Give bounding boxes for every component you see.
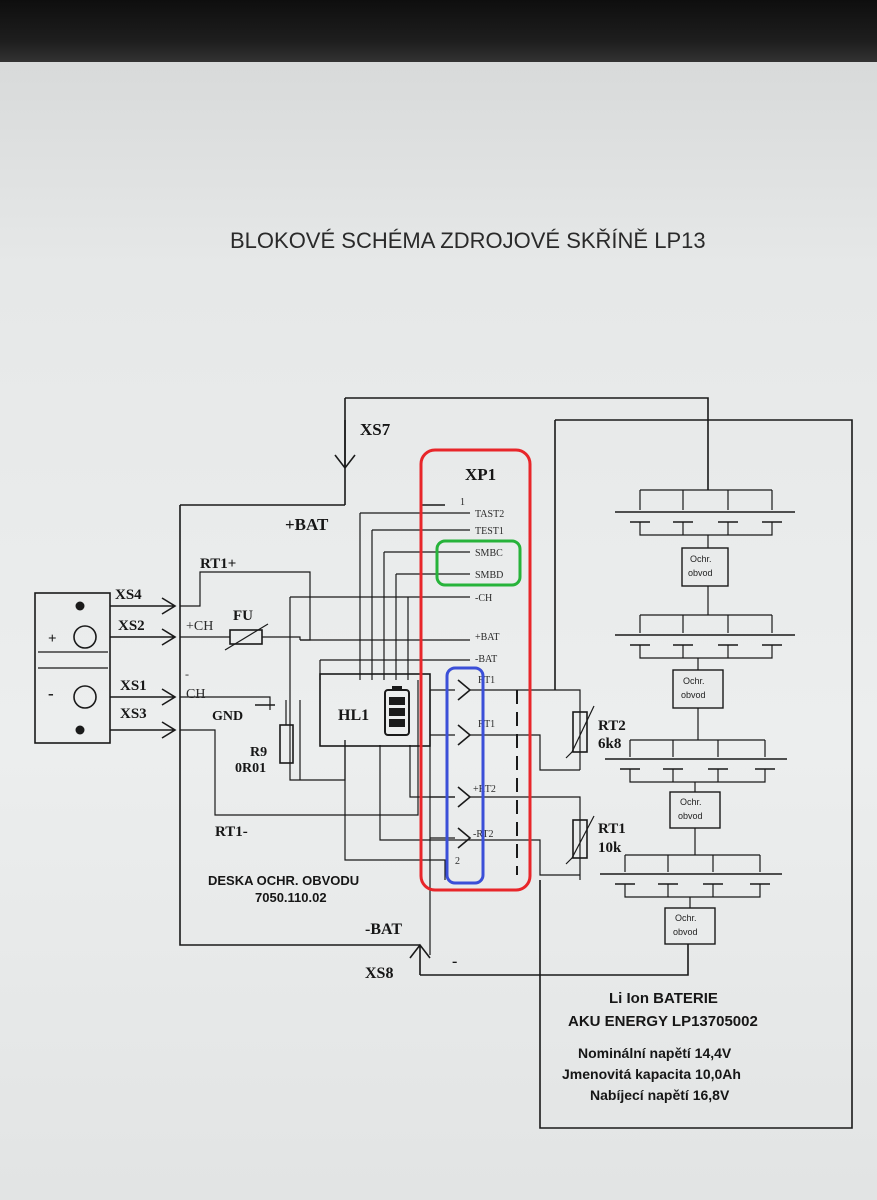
xp1-pin-number-last: 2 (455, 856, 460, 867)
xp1-label: XP1 (465, 465, 496, 484)
protection-circuit-1: Ochr. obvod (681, 547, 729, 615)
monitor-bezel (0, 0, 877, 70)
xp1-pin-number-first: 1 (460, 497, 465, 508)
rt1-plus-label: RT1+ (200, 556, 236, 572)
terminal-block: + - (34, 592, 111, 744)
minus-sign-xs8: - (452, 953, 457, 970)
protection-1-line2: obvod (688, 568, 713, 578)
xp1-pin-minus-bat: -BAT (475, 654, 497, 665)
protection-1-line1: Ochr. (690, 554, 712, 564)
xp1-pin-smbd: SMBD (475, 570, 503, 581)
xs8-label: XS8 (365, 965, 393, 982)
thermistor-wiring (470, 689, 581, 880)
xs7-label: XS7 (360, 420, 391, 439)
thermistor-rt1: RT1 10k (565, 815, 626, 865)
xs3-label: XS3 (120, 706, 147, 722)
xs1-label: XS1 (120, 678, 147, 694)
red-highlight-xp1 (419, 448, 532, 892)
input-connectors: XS4 XS2 XS1 XS3 (110, 587, 177, 739)
protection-board-frame (179, 397, 709, 946)
battery-level-icon (384, 686, 410, 736)
xp1-pin-arrows (457, 679, 472, 849)
hl1-indicator: HL1 (319, 673, 431, 747)
battery-spec2: Jmenovitá kapacita 10,0Ah (562, 1066, 741, 1082)
fu-label: FU (233, 608, 253, 624)
resistor-r9 (279, 724, 294, 764)
board-name: DESKA OCHR. OBVODU (208, 873, 359, 888)
minus-bat-label: -BAT (365, 921, 402, 938)
terminal-minus-sign: - (48, 684, 54, 703)
green-highlight-smb (435, 539, 522, 587)
rt2-label: RT2 (598, 718, 626, 734)
rt2-value: 6k8 (598, 736, 621, 752)
xp1-pin-plus-bat: +BAT (475, 632, 500, 643)
xp1-pin-rt1-a: RT1 (478, 675, 495, 686)
cell-row-4 (600, 854, 782, 908)
diagram-title: BLOKOVÉ SCHÉMA ZDROJOVÉ SKŘÍNĚ LP13 (230, 228, 706, 253)
r9-label: R9 (250, 745, 267, 760)
gnd-label: GND (212, 709, 243, 724)
hl1-label: HL1 (338, 707, 369, 724)
plus-ch-label: +CH (186, 619, 213, 634)
board-internal-wiring (180, 571, 470, 880)
battery-line1: Li Ion BATERIE (609, 990, 718, 1007)
xp1-pin-minus-ch: -CH (475, 593, 492, 604)
protection-3-line2: obvod (678, 811, 703, 821)
xp1-pin-tast2: TAST2 (475, 509, 504, 520)
protection-circuit-4: Ochr. obvod (664, 907, 716, 945)
xp1-pin-rt1-b: RT1 (478, 719, 495, 730)
minus-ch-label: CH (186, 687, 205, 702)
rt1-value: 10k (598, 840, 622, 856)
battery-line2: AKU ENERGY LP13705002 (568, 1013, 758, 1030)
xp1-pin-smbc: SMBC (475, 548, 503, 559)
protection-2-line2: obvod (681, 690, 706, 700)
xs8-connector: XS8 - (365, 940, 689, 982)
cell-row-1 (615, 489, 795, 548)
plus-bat-label: +BAT (285, 515, 329, 534)
r9-value: 0R01 (235, 761, 266, 776)
cell-stack: Ochr. obvod Ochr. obvod (600, 489, 795, 945)
protection-circuit-2: Ochr. obvod (672, 669, 724, 740)
blue-highlight-thermistor-pins (445, 666, 485, 885)
terminal-plus-sign: + (48, 631, 57, 647)
protection-4-line2: obvod (673, 927, 698, 937)
cell-row-3 (605, 739, 787, 792)
battery-description: Li Ion BATERIE AKU ENERGY LP13705002 Nom… (562, 990, 758, 1103)
protection-2-line1: Ochr. (683, 676, 705, 686)
xs7-connector: XS7 (334, 420, 391, 470)
rt1-label: RT1 (598, 821, 626, 837)
cell-row-2 (615, 614, 795, 670)
rt1-minus-label: RT1- (215, 824, 248, 840)
battery-pack-frame (539, 419, 853, 1129)
xs4-label: XS4 (115, 587, 142, 603)
minus-mark: - (185, 667, 189, 681)
xs2-label: XS2 (118, 618, 145, 634)
board-number: 7050.110.02 (255, 890, 327, 905)
protection-4-line1: Ochr. (675, 913, 697, 923)
protection-3-line1: Ochr. (680, 797, 702, 807)
document-page (0, 62, 877, 1200)
xp1-pin-test1: TEST1 (475, 526, 504, 537)
battery-spec1: Nominální napětí 14,4V (578, 1045, 732, 1061)
battery-spec3: Nabíjecí napětí 16,8V (590, 1087, 730, 1103)
protection-circuit-3: Ochr. obvod (669, 791, 721, 855)
fuse-fu: FU (224, 608, 269, 651)
thermistor-rt2: RT2 6k8 (565, 705, 626, 759)
